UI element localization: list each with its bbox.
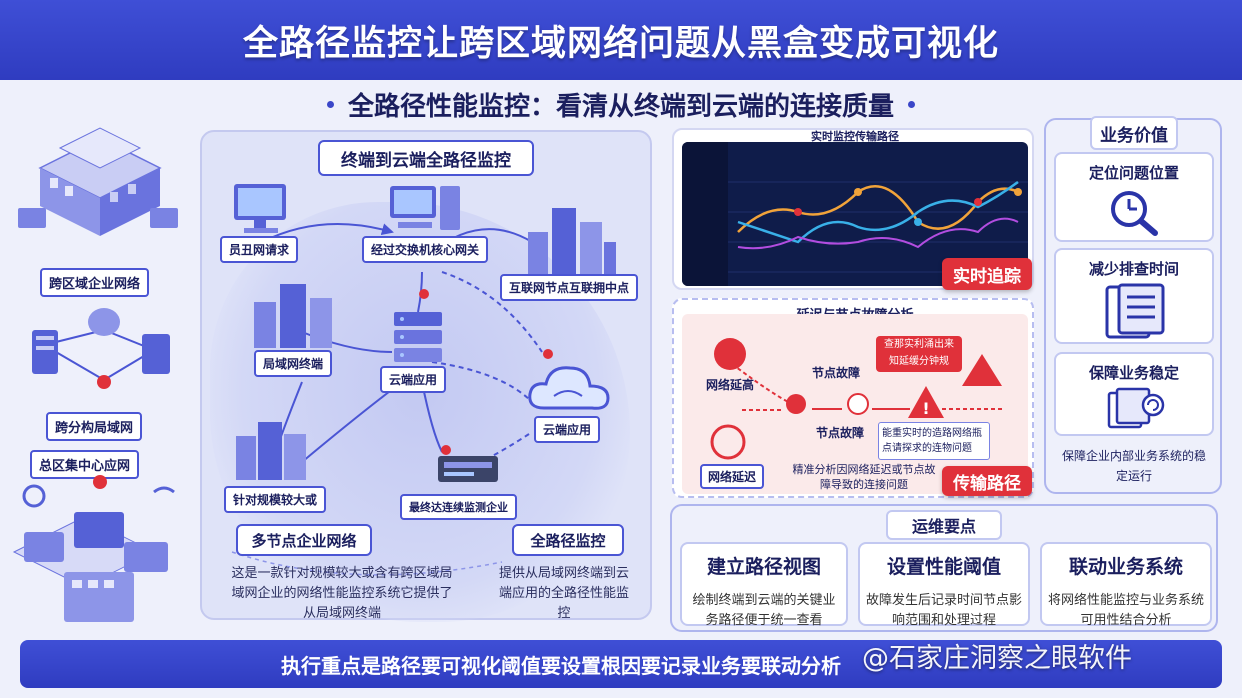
business-value-desc: 保障企业内部业务系统的稳定运行	[1061, 449, 1206, 483]
latency-diagram: ! 网络延高 节点故障 节点故障 查那实利涌出来 知延缓分钟规 能重实时的造路网…	[682, 314, 1028, 494]
node-fault-label-1: 节点故障	[812, 366, 861, 380]
office-building-icon	[18, 127, 178, 236]
node-cloud: 云端应用	[534, 416, 601, 443]
business-value-title: 业务价值	[1090, 116, 1178, 150]
campus-network-icon	[12, 475, 175, 622]
realtime-badge: 实时追踪	[942, 258, 1032, 290]
node-cloud-application: 云端应用	[380, 366, 447, 393]
node-user-request: 员丑网请求	[220, 236, 299, 263]
value-title-stability: 保障业务稳定	[1088, 364, 1179, 382]
full-path-title: 全路径监控	[512, 524, 624, 556]
node-core-gateway: 经过交换机核心网关	[362, 236, 489, 263]
title-banner: 全路径监控让跨区域网络问题从黑盒变成可视化	[0, 0, 1242, 80]
node-final-monitoring: 最终达连续监测企业	[400, 494, 517, 520]
server-cluster-icon	[32, 308, 170, 389]
node-internet-hub: 互联网节点互联拥中点	[500, 274, 639, 301]
footer-banner: 执行重点是路径要可视化阈值要设置根因要记录业务要联动分析	[20, 640, 1222, 688]
value-card-reduce-time: 减少排查时间	[1054, 248, 1214, 344]
computer-icon	[234, 184, 286, 233]
ops-title-business-link: 联动业务系统	[1068, 556, 1183, 578]
watermark: @石家庄洞察之眼软件	[862, 643, 1132, 674]
alert-text-1: 查那实利涌出来	[884, 339, 954, 350]
page-subtitle: 全路径性能监控：看清从终端到云端的连接质量	[347, 91, 894, 122]
multi-node-desc: 这是一款针对规模较大或含有跨区域局域网企业的网络性能监控系统它提供了从局域网终端	[231, 566, 453, 621]
network-delay-label: 网络延迟	[700, 464, 765, 489]
document-list-icon	[1105, 283, 1165, 339]
svg-text:!: !	[922, 399, 929, 418]
ops-desc-threshold: 故障发生后记录时间节点影响范围和处理过程	[866, 593, 1023, 628]
ops-title-threshold: 设置性能阈值	[886, 556, 1001, 578]
lan-buildings-icon	[254, 284, 332, 348]
analysis-desc: 精准分析因网络延迟或节点故障导致的连接问题	[792, 463, 936, 491]
full-path-desc: 提供从局域网终端到云端应用的全路径性能监控	[498, 566, 629, 621]
ops-title: 运维要点	[886, 510, 1002, 540]
enterprise-buildings-icon	[236, 422, 306, 480]
left-column: 跨区域企业网络 跨分构局域网 总区集中心应网	[0, 100, 196, 640]
map-title: 终端到云端全路径监控	[318, 140, 534, 176]
realtime-trend-lines	[728, 180, 1028, 273]
ops-desc-path-view: 绘制终端到云端的关键业务路径便于统一查看	[692, 593, 836, 628]
path-map-panel: 终端到云端全路径监控 员丑网请求 经过交换机核心网关	[200, 130, 652, 622]
bullet-dot	[326, 100, 334, 108]
ops-desc-business-link: 将网络性能监控与业务系统可用性结合分析	[1048, 593, 1205, 628]
ops-card-threshold: 设置性能阈值 故障发生后记录时间节点影响范围和处理过程	[858, 542, 1030, 628]
network-high-label: 网络延高	[706, 378, 755, 392]
node-fault-label-2: 节点故障	[816, 426, 865, 440]
fault-flow-arrows: !	[710, 338, 1002, 460]
server-stack-icon	[394, 312, 442, 362]
dashboard-sidebar	[682, 142, 728, 286]
page-title: 全路径监控让跨区域网络问题从黑盒变成可视化	[242, 23, 999, 64]
ops-title-path-view: 建立路径视图	[706, 556, 821, 578]
latency-analysis-card: 延迟与节点故障分析 ! 网络延高 节点故障 节点故障 查那实利涌出来 知延缓分钟…	[672, 298, 1034, 498]
business-value-panel: 业务价值 定位问题位置 减少排查时间 保障业务稳定 保障企业内部业务系统的稳定运…	[1044, 116, 1222, 494]
network-device-icon	[438, 456, 498, 482]
enterprise-network-label: 跨区域企业网络	[40, 268, 150, 297]
value-title-locate: 定位问题位置	[1088, 164, 1179, 182]
ops-card-business-link: 联动业务系统 将网络性能监控与业务系统可用性结合分析	[1040, 542, 1212, 628]
multi-node-title: 多节点企业网络	[236, 524, 372, 556]
subtitle-row: 全路径性能监控：看清从终端到云端的连接质量	[0, 82, 1242, 126]
realtime-monitor-card: 实时监控传输路径 实时追踪	[672, 128, 1034, 290]
desktop-icon	[390, 186, 460, 230]
lan-label: 跨分构局域网	[46, 412, 143, 441]
realtime-title: 实时监控传输路径	[811, 130, 899, 143]
city-buildings-icon	[528, 208, 616, 276]
node-desc-box: 能重实时的造路网络瓶点请探求的连物问题	[878, 422, 990, 460]
documents-refresh-icon	[1107, 387, 1165, 429]
magnifier-clock-icon	[1111, 191, 1158, 236]
footer-text: 执行重点是路径要可视化阈值要设置根因要记录业务要联动分析	[281, 653, 841, 678]
bullet-dot	[908, 100, 915, 108]
node-lan-terminal: 局域网终端	[254, 350, 333, 377]
ops-card-path-view: 建立路径视图 绘制终端到云端的关键业务路径便于统一查看	[680, 542, 848, 628]
alert-box: 查那实利涌出来 知延缓分钟规	[876, 336, 962, 372]
hq-label: 总区集中心应网	[30, 450, 140, 479]
node-large-scale: 针对规模较大或	[224, 486, 327, 513]
ops-key-points-panel: 运维要点 建立路径视图 绘制终端到云端的关键业务路径便于统一查看 设置性能阈值 …	[670, 504, 1218, 632]
transmission-path-badge: 传输路径	[942, 466, 1032, 496]
alert-text-2: 知延缓分钟规	[889, 356, 949, 367]
cloud-icon	[528, 366, 610, 410]
value-card-stability: 保障业务稳定	[1054, 352, 1214, 436]
value-card-locate: 定位问题位置	[1054, 152, 1214, 242]
value-title-reduce-time: 减少排查时间	[1088, 260, 1179, 278]
